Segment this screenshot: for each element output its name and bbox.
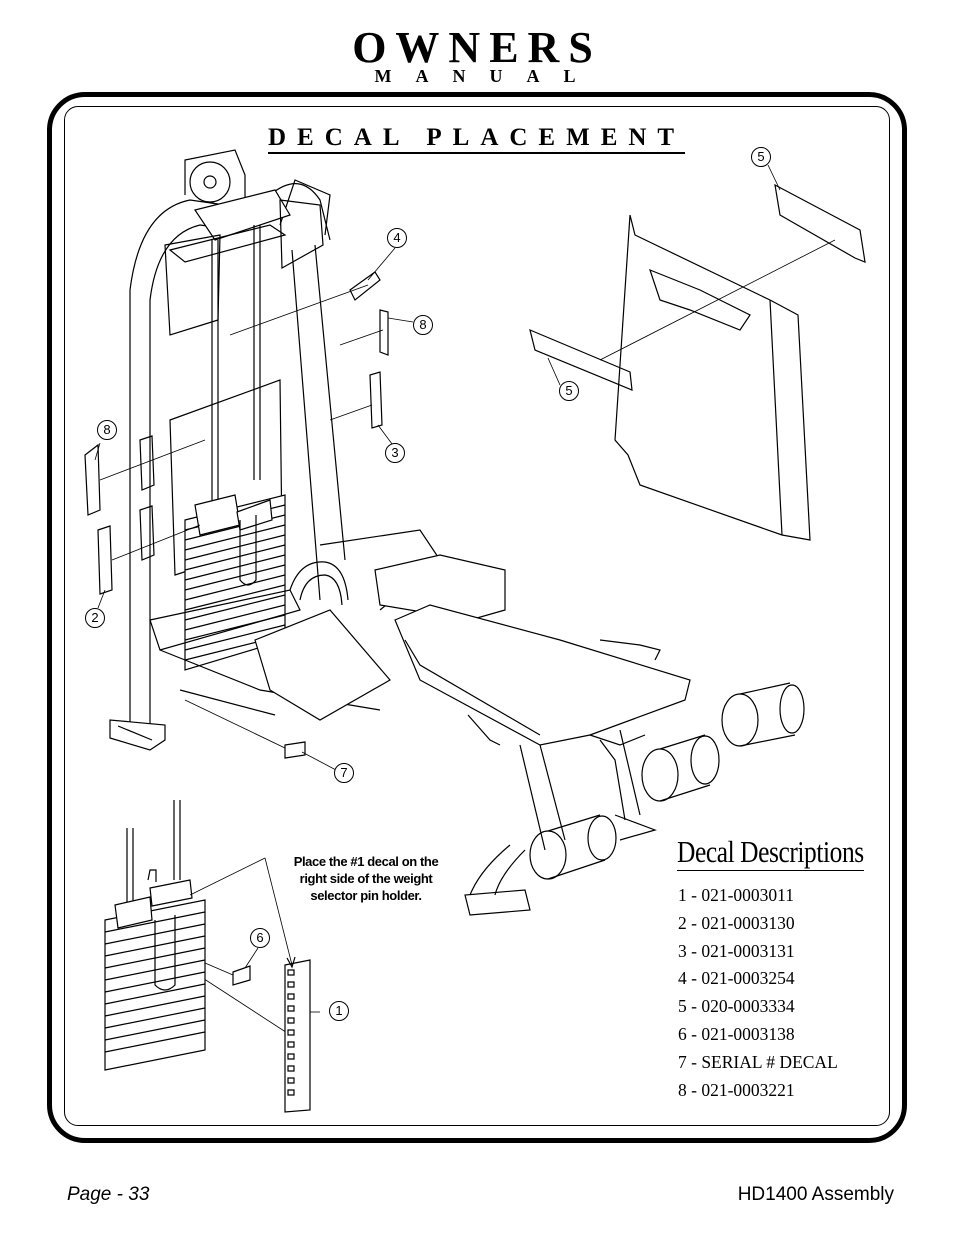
document-name: HD1400 Assembly bbox=[737, 1184, 894, 1205]
machine-frame bbox=[109, 149, 346, 751]
weight-stack bbox=[184, 494, 286, 671]
manual-title: OWNERS bbox=[352, 23, 602, 72]
callout-1: 1 bbox=[329, 1001, 349, 1021]
list-item: 6 - 021-0003138 bbox=[678, 1023, 795, 1044]
page-frame-outer bbox=[47, 92, 907, 1143]
callout-6: 6 bbox=[250, 928, 270, 948]
callout-2: 2 bbox=[85, 608, 105, 628]
weight-stack-detail bbox=[104, 800, 311, 1113]
callout-4: 4 bbox=[387, 228, 407, 248]
section-title: DECAL PLACEMENT bbox=[268, 124, 686, 154]
callout-5-mid: 5 bbox=[559, 381, 579, 401]
callout-8-left: 8 bbox=[97, 420, 117, 440]
list-item: 7 - SERIAL # DECAL bbox=[678, 1051, 838, 1072]
decal-descriptions-title: Decal Descriptions bbox=[677, 834, 864, 871]
callout-8-right: 8 bbox=[413, 315, 433, 335]
decal-shapes bbox=[84, 183, 866, 986]
callout-3: 3 bbox=[385, 443, 405, 463]
list-item: 1 - 021-0003011 bbox=[678, 885, 795, 905]
list-item: 4 - 021-0003254 bbox=[678, 968, 795, 989]
page-frame-inner bbox=[64, 106, 890, 1126]
list-item: 2 - 021-0003130 bbox=[678, 912, 795, 933]
list-item: 3 - 021-0003131 bbox=[678, 940, 795, 961]
bench-assembly bbox=[149, 529, 805, 916]
decal-1-placement-note: Place the #1 decal on the right side of … bbox=[293, 854, 439, 903]
callout-7: 7 bbox=[334, 763, 354, 783]
decal-descriptions-list: 1 - 021-0003011 2 - 021-0003130 3 - 021-… bbox=[678, 882, 838, 1104]
list-item: 5 - 020-0003334 bbox=[678, 996, 795, 1017]
list-item: 8 - 021-0003221 bbox=[678, 1079, 795, 1100]
shroud-panel bbox=[614, 214, 811, 541]
page-number: Page - 33 bbox=[67, 1184, 150, 1205]
callout-5-top: 5 bbox=[751, 147, 771, 167]
manual-subtitle: MANUAL bbox=[374, 66, 600, 86]
